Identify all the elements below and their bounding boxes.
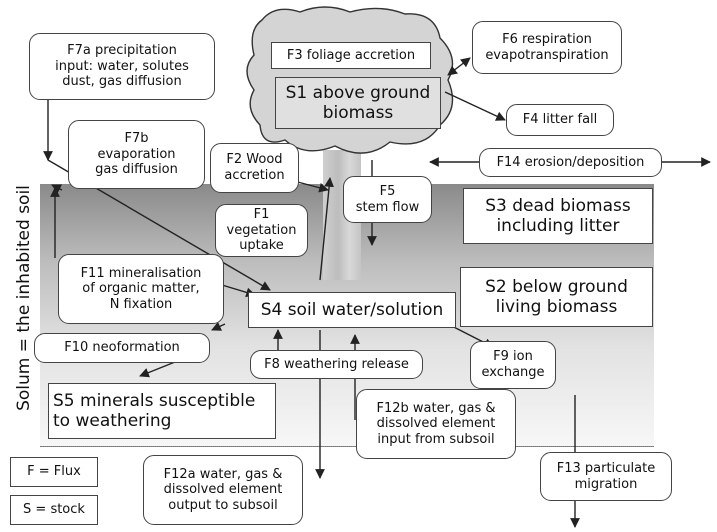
flux-f2-label: F2 Wood accretion: [224, 152, 285, 183]
flux-f11-mineralisation: F11 mineralisation of organic matter, N …: [58, 254, 224, 324]
flux-f14-erosion-deposition: F14 erosion/deposition: [479, 148, 662, 177]
legend-stock-label: S = stock: [23, 502, 85, 518]
flux-f1-label: F1 vegetation uptake: [226, 207, 297, 254]
flux-f4-litter-fall: F4 litter fall: [506, 104, 614, 136]
arrow-f1: [319, 177, 335, 281]
flux-f7b-label: F7b evaporation gas diffusion: [95, 131, 178, 178]
solum-axis-label: Solum = the inhabited soil: [14, 185, 34, 411]
flux-f2-wood-accretion: F2 Wood accretion: [210, 143, 299, 193]
stock-s5-minerals: S5 minerals susceptible to weathering: [48, 383, 276, 439]
arrow-f4: [444, 91, 506, 121]
legend-flux: F = Flux: [10, 457, 98, 487]
stock-s2-below-ground-biomass: S2 below ground living biomass: [460, 267, 653, 327]
stock-s3-dead-biomass: S3 dead biomass including litter: [463, 188, 653, 244]
flux-f8-weathering-release: F8 weathering release: [250, 350, 423, 379]
legend-flux-label: F = Flux: [27, 464, 81, 480]
flux-f7a-label: F7a precipitation input: water, solutes …: [55, 43, 189, 90]
flux-f8-label: F8 weathering release: [264, 356, 409, 372]
flux-f12b-label: F12b water, gas & dissolved element inpu…: [376, 400, 496, 447]
flux-f13-particulate-migration: F13 particulate migration: [540, 452, 672, 501]
flux-f6-label: F6 respiration evapotranspiration: [485, 31, 609, 63]
flux-f3-foliage-accretion: F3 foliage accretion: [271, 42, 431, 69]
flux-f12b-input-from-subsoil: F12b water, gas & dissolved element inpu…: [356, 389, 516, 459]
flux-f7a-precipitation: F7a precipitation input: water, solutes …: [29, 33, 215, 100]
flux-f12a-output-to-subsoil: F12a water, gas & dissolved element outp…: [143, 455, 303, 525]
flux-f13-label: F13 particulate migration: [556, 460, 656, 492]
flux-f9-ion-exchange: F9 ion exchange: [470, 341, 556, 389]
stock-s2-label: S2 below ground living biomass: [485, 276, 628, 317]
flux-f4-label: F4 litter fall: [522, 112, 598, 128]
flux-f11-label: F11 mineralisation of organic matter, N …: [80, 265, 202, 312]
flux-f6-respiration: F6 respiration evapotranspiration: [472, 21, 622, 74]
flux-f12a-label: F12a water, gas & dissolved element outp…: [163, 466, 283, 513]
arrow-f7b: [51, 184, 63, 194]
stock-s4-label: S4 soil water/solution: [260, 299, 444, 320]
flux-f1-vegetation-uptake: F1 vegetation uptake: [215, 204, 308, 257]
flux-f5-label: F5 stem flow: [355, 183, 420, 215]
flux-f5-stem-flow: F5 stem flow: [343, 176, 432, 223]
flux-f10-neoformation: F10 neoformation: [34, 333, 210, 363]
flux-f9-label: F9 ion exchange: [481, 349, 545, 380]
flux-f7b-evaporation: F7b evaporation gas diffusion: [68, 120, 205, 189]
stock-s3-label: S3 dead biomass including litter: [485, 195, 631, 236]
flux-f10-label: F10 neoformation: [64, 340, 180, 356]
stock-s1-label: S1 above ground biomass: [285, 82, 431, 123]
arrow-f10-a: [211, 321, 226, 331]
stock-s4-soil-water: S4 soil water/solution: [248, 292, 456, 328]
flux-f14-label: F14 erosion/deposition: [496, 154, 645, 170]
stock-s1-above-ground-biomass: S1 above ground biomass: [275, 77, 441, 129]
arrow-f6: [447, 57, 471, 76]
stock-s5-label: S5 minerals susceptible to weathering: [53, 390, 256, 431]
arrow-f10-b: [139, 361, 176, 378]
legend-stock: S = stock: [10, 495, 98, 525]
flux-f3-label: F3 foliage accretion: [286, 47, 416, 63]
